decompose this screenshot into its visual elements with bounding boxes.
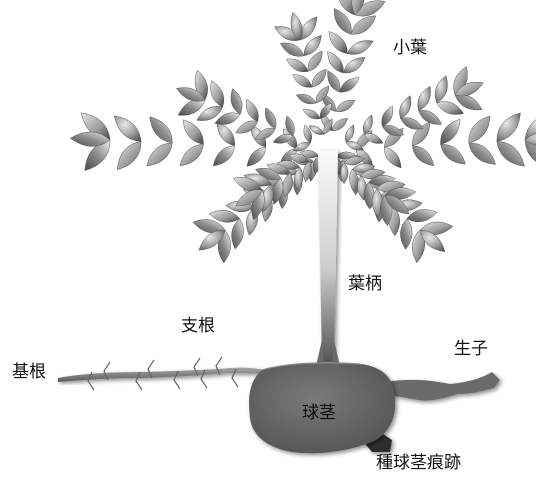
leaflet (213, 146, 234, 166)
leaflet (117, 141, 141, 169)
leaflet (280, 43, 304, 56)
leaflet (296, 94, 316, 104)
leaflet (497, 113, 521, 141)
leaflet (407, 209, 437, 221)
leaflet (497, 141, 525, 166)
leaflet (180, 144, 204, 166)
leaflet (183, 120, 203, 145)
leaflet (265, 108, 276, 129)
leaflet (347, 41, 373, 55)
leaflet (293, 75, 312, 88)
leaflet (343, 57, 365, 73)
label-branch-root: 支根 (181, 318, 215, 335)
leaflet (418, 86, 431, 110)
leaflet (329, 32, 347, 54)
stolon (385, 372, 500, 401)
label-basal-root: 基根 (12, 364, 46, 381)
label-stolon: 生子 (454, 341, 488, 358)
leaflet (412, 146, 433, 166)
leaflet (328, 71, 340, 92)
leaflet (328, 52, 344, 73)
leaflet (303, 109, 320, 119)
leaflet (336, 100, 355, 112)
leaflet (209, 210, 240, 222)
label-corm: 球茎 (302, 405, 336, 422)
petiole (318, 150, 338, 362)
leaflet (469, 143, 496, 165)
leaflet (441, 119, 461, 144)
leaflet (382, 106, 393, 126)
leaflet (469, 116, 490, 143)
leaflet (435, 76, 447, 103)
leaflet (400, 219, 412, 250)
leaflet (400, 96, 411, 119)
leaflet (384, 147, 401, 168)
leaflet (232, 219, 244, 250)
leaflet (345, 125, 354, 142)
leaflet (211, 81, 224, 108)
label-seed-corm-scar: 種球茎痕跡 (376, 455, 461, 472)
leaflet (437, 102, 464, 115)
leaflet (401, 118, 424, 130)
leaflet (332, 118, 348, 130)
leaflet (147, 143, 173, 166)
leaflet (287, 59, 309, 72)
leaflet (351, 16, 376, 35)
label-petiole: 葉柄 (348, 276, 382, 293)
leaflet (178, 99, 205, 115)
leaflet (231, 89, 242, 115)
basal-root (58, 357, 265, 390)
leaflet (441, 144, 466, 164)
leaflet (215, 113, 240, 125)
leaflet (340, 78, 360, 93)
leaflet (150, 117, 173, 143)
label-leaflet: 小葉 (393, 40, 427, 57)
leaflet (246, 99, 258, 121)
leaflet (217, 122, 235, 146)
leaflet (312, 69, 326, 87)
leaflet (247, 147, 266, 166)
leaflet (283, 173, 293, 197)
leaflet (114, 116, 141, 141)
leaflet (382, 125, 403, 135)
leaf-canopy (70, 0, 536, 263)
leaflet (419, 110, 442, 124)
